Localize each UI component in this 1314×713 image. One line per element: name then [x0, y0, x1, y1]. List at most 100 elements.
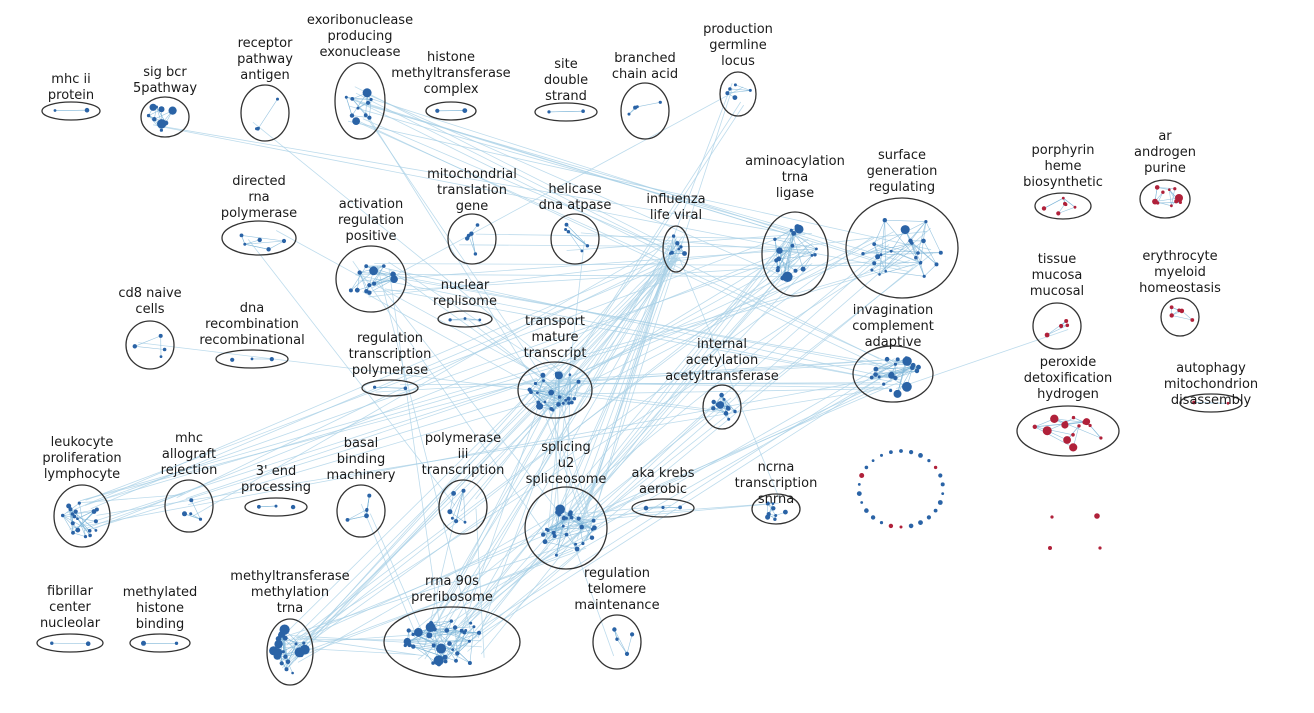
gene-set-node	[352, 117, 360, 125]
gene-set-node	[1169, 313, 1174, 318]
intra-cluster-edge	[779, 248, 817, 251]
intra-cluster-edge	[727, 90, 751, 94]
intra-cluster-edge	[556, 534, 567, 556]
intra-cluster-edge	[457, 640, 470, 654]
gene-set-node	[1069, 443, 1078, 452]
cluster-boundary	[361, 379, 419, 397]
intra-cluster-edge	[883, 366, 919, 385]
gene-set-node	[447, 509, 453, 515]
cluster-boundary	[129, 633, 191, 653]
inter-cluster-edge	[297, 510, 563, 663]
intra-cluster-edge	[75, 511, 86, 537]
intra-cluster-edge	[537, 381, 579, 394]
inter-cluster-edge	[550, 240, 585, 537]
intra-cluster-edge	[774, 239, 817, 250]
inter-cluster-edge	[84, 382, 565, 532]
inter-cluster-edge	[354, 86, 682, 253]
cluster-boundary	[1034, 192, 1092, 220]
gene-set-node	[566, 230, 571, 234]
gene-set-node	[462, 108, 468, 113]
intra-cluster-edge	[862, 221, 927, 254]
intra-cluster-edge	[287, 643, 297, 662]
intra-cluster-edge	[351, 115, 370, 118]
gene-set-node	[869, 375, 874, 380]
gene-set-node	[872, 261, 877, 266]
cluster-boundary	[41, 101, 101, 121]
cluster-label-line: exoribonuclease	[307, 13, 413, 28]
singleton-node	[856, 491, 862, 496]
gene-set-node	[728, 87, 732, 91]
inter-cluster-edge	[366, 116, 551, 388]
gene-set-node	[1170, 204, 1173, 208]
cluster-label-line: mitochondrial	[427, 167, 517, 182]
gene-set-node	[459, 628, 464, 633]
gene-set-node	[382, 264, 386, 268]
intra-cluster-edge	[434, 629, 457, 661]
singleton-node	[926, 515, 932, 520]
gene-set-node	[924, 220, 928, 224]
cluster-label-line: activation	[339, 197, 403, 212]
inter-cluster-edge	[573, 257, 678, 395]
intra-cluster-edge	[72, 532, 86, 537]
inter-cluster-edge	[358, 249, 796, 282]
gene-set-node	[615, 637, 619, 641]
gene-set-node	[61, 513, 65, 518]
inter-cluster-edge	[429, 378, 562, 638]
intra-cluster-edge	[62, 515, 79, 531]
gene-set-node	[94, 507, 99, 512]
intra-cluster-edge	[373, 265, 385, 284]
gene-set-node	[904, 356, 909, 360]
cluster-label-line: porphyrin	[1032, 143, 1095, 158]
gene-set-node	[354, 287, 360, 293]
singleton-node	[880, 453, 883, 457]
cluster-label-line: transcription	[735, 476, 818, 491]
inter-cluster-edge	[551, 244, 890, 518]
gene-set-node	[627, 112, 631, 116]
gene-set-node	[363, 113, 368, 118]
singleton-node	[864, 465, 869, 470]
gene-set-node	[554, 553, 558, 557]
cluster-label-line: locus	[721, 54, 755, 69]
inter-cluster-edge	[475, 508, 485, 658]
intra-cluster-edge	[350, 266, 367, 291]
inter-cluster-edge	[82, 260, 910, 501]
gene-set-node	[348, 288, 353, 293]
gene-set-node	[527, 387, 532, 392]
gene-set-node	[1169, 305, 1174, 310]
gene-set-node	[567, 511, 573, 517]
gene-set-node	[152, 117, 157, 122]
gene-set-node	[168, 106, 177, 115]
gene-set-node	[790, 243, 795, 248]
inter-cluster-edge	[537, 262, 786, 401]
singleton-nodes	[856, 449, 1102, 550]
intra-cluster-edge	[449, 511, 466, 523]
gene-set-node	[403, 637, 411, 646]
cluster-label-line: peroxide	[1040, 355, 1096, 370]
inter-cluster-edge	[417, 510, 563, 629]
cluster-label-line: methylation	[251, 585, 329, 600]
gene-set-node	[910, 241, 914, 245]
gene-set-node	[877, 375, 881, 379]
cluster-boundary	[240, 84, 290, 142]
gene-set-node	[406, 628, 411, 633]
gene-set-node	[1064, 202, 1068, 207]
intra-cluster-edge	[431, 620, 452, 624]
cluster-label-line: producing	[327, 29, 392, 44]
inter-cluster-edge	[352, 260, 550, 541]
intra-cluster-edge	[444, 630, 462, 658]
intra-cluster-edge	[1046, 325, 1068, 336]
inter-cluster-edge	[585, 88, 733, 538]
gene-set-node	[1042, 426, 1052, 436]
intra-cluster-edge	[62, 515, 74, 533]
gene-set-node	[463, 317, 467, 320]
